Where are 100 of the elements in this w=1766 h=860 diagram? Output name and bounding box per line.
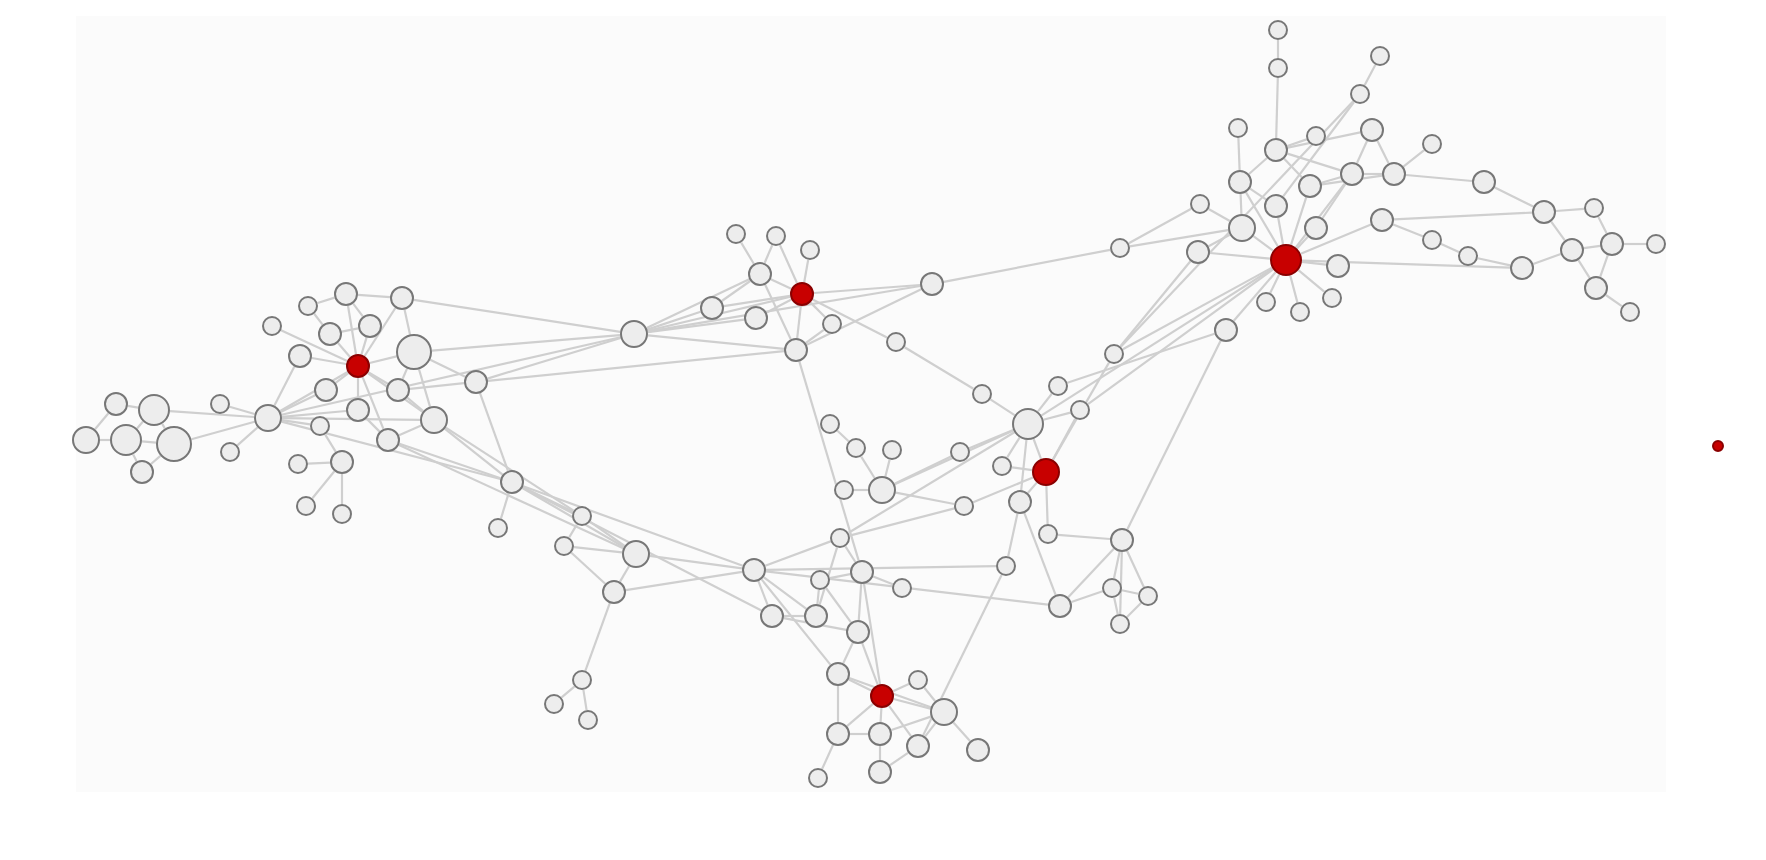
connector-line [1287, 138, 1307, 148]
connector-line [764, 284, 792, 340]
connector-line [398, 424, 422, 437]
connector-line [647, 334, 785, 350]
connector-line [892, 683, 910, 693]
connector-line [1232, 271, 1277, 322]
connector-line [341, 327, 359, 333]
connector-line [889, 751, 909, 767]
connector-line [647, 284, 921, 333]
connector-line [1239, 193, 1243, 215]
connector-line [356, 378, 360, 398]
connector-line [357, 293, 391, 299]
connector-line [952, 721, 971, 742]
connector-line [1057, 533, 1111, 541]
connector-line [848, 678, 872, 692]
connector-line [413, 298, 621, 333]
connector-line [313, 313, 324, 326]
connector-line [1282, 101, 1355, 198]
connector-line [499, 493, 510, 519]
connector-line [1129, 229, 1229, 248]
connector-line [1122, 266, 1273, 351]
connector-line [923, 687, 937, 702]
connector-line [972, 476, 1034, 504]
connector-line [1321, 183, 1347, 219]
connector-line [649, 554, 743, 570]
connector-line [403, 309, 412, 335]
connector-line [1277, 217, 1285, 245]
connector-line [1120, 100, 1354, 348]
connector-line [1289, 197, 1308, 246]
connector-line [805, 328, 825, 344]
connector-line [1026, 481, 1038, 494]
connector-line [968, 429, 1014, 450]
connector-line [848, 431, 1015, 534]
connector-line [825, 587, 852, 624]
connector-line [522, 485, 744, 567]
connector-line [582, 689, 588, 711]
connector-line [281, 409, 347, 418]
connector-line [1045, 485, 1049, 525]
connector-line [1275, 77, 1279, 139]
connector-line [1249, 187, 1267, 201]
connector-line [169, 410, 255, 419]
connector-line [280, 394, 316, 413]
connector-line [829, 573, 851, 580]
connector-line [821, 744, 834, 770]
connector-line [1043, 411, 1071, 421]
connector-line [360, 337, 368, 355]
connector-line [813, 283, 921, 295]
connector-line [280, 329, 348, 362]
connector-line [796, 305, 802, 339]
connector-line [1550, 220, 1566, 242]
connector-line [844, 545, 857, 563]
connector-line [281, 336, 621, 416]
connector-line [943, 248, 1111, 283]
connector-line [1555, 207, 1585, 213]
connector-line [894, 429, 1014, 486]
connector-line [444, 427, 504, 476]
connector-line [872, 575, 894, 586]
connector-line [646, 310, 701, 331]
connector-line [765, 570, 1049, 606]
connector-line [352, 302, 364, 318]
connector-line [431, 334, 621, 352]
connector-line [842, 642, 854, 664]
connector-line [891, 715, 932, 732]
connector-line [647, 318, 745, 334]
connector-line [1321, 174, 1383, 186]
connector-line [1477, 257, 1511, 267]
connector-line [904, 346, 974, 390]
connector-line [1599, 254, 1609, 278]
connector-line [1245, 191, 1279, 247]
connector-line [365, 417, 381, 433]
connector-line [766, 298, 792, 314]
connector-line [1287, 152, 1341, 172]
connector-line [401, 368, 408, 380]
connector-line [346, 305, 358, 355]
connector-line [1128, 207, 1192, 245]
connector-line [895, 491, 955, 506]
connector-line [1119, 260, 1192, 347]
connector-line [1301, 260, 1327, 266]
connector-line [487, 336, 621, 380]
connector-line [317, 296, 335, 305]
connector-line [763, 244, 774, 264]
connector-line [398, 444, 624, 550]
connector-line [894, 455, 952, 485]
connector-line [409, 382, 465, 390]
connector-line [764, 540, 831, 567]
connector-line [487, 350, 785, 382]
connector-line [573, 546, 623, 554]
connector-line [281, 420, 501, 481]
connector-line [279, 371, 349, 412]
connector-line [1276, 40, 1280, 58]
connector-line [861, 642, 879, 686]
connector-line [1605, 294, 1623, 308]
connector-line [1126, 602, 1142, 618]
connector-line [1023, 512, 1057, 596]
connector-line [521, 487, 625, 548]
connector-line [1037, 393, 1053, 413]
connector-line [570, 552, 606, 585]
connector-line [1067, 332, 1215, 384]
connector-line [888, 705, 912, 737]
connector-line [1363, 64, 1377, 86]
